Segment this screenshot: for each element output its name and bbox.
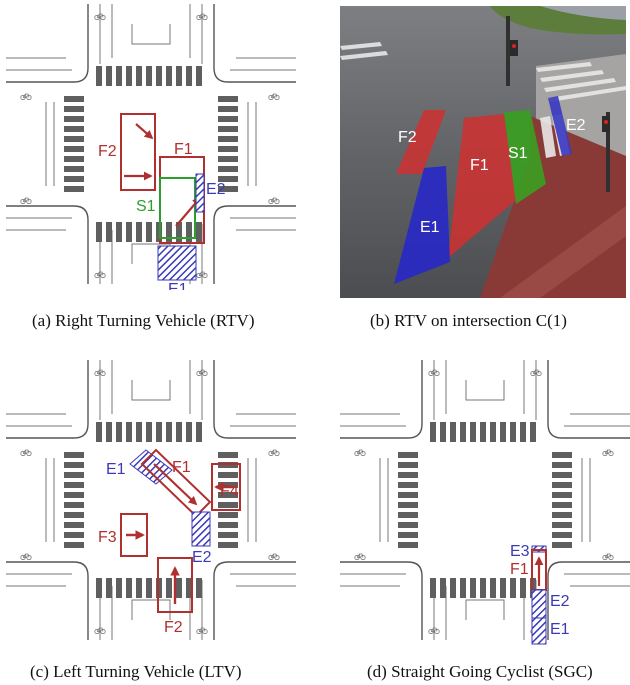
photo-zone-f2 xyxy=(396,110,446,174)
photo-pole-1 xyxy=(506,16,510,86)
bicycle-icon xyxy=(20,93,32,100)
caption-c: (c) Left Turning Vehicle (LTV) xyxy=(30,662,242,681)
caption-a: (a) Right Turning Vehicle (RTV) xyxy=(32,311,255,330)
zone-s1 xyxy=(159,177,196,239)
crosswalk-top xyxy=(96,66,202,86)
zone-f2 xyxy=(157,557,193,613)
zone-e2 xyxy=(191,511,211,547)
zone-e1 xyxy=(129,449,173,485)
label-e2: E2 xyxy=(550,593,570,610)
zone-e2 xyxy=(195,173,205,213)
panel-d-diagram: E3 F1 E2 E1 xyxy=(339,359,630,645)
bicycle-icon xyxy=(20,553,32,560)
photo-zone-e1 xyxy=(394,166,450,284)
photo-zone-s1 xyxy=(504,110,546,204)
arrow-f2-a xyxy=(135,123,154,140)
photo-pole-2 xyxy=(606,112,610,192)
photo-zone-e2 xyxy=(548,96,572,156)
label-e1: E1 xyxy=(168,281,188,290)
bicycle-icon xyxy=(354,553,366,560)
photo-label-e2: E2 xyxy=(566,117,586,134)
bicycle-icon xyxy=(268,449,280,456)
zone-f1 xyxy=(140,448,212,518)
label-f3: F3 xyxy=(98,529,117,546)
crosswalk-right xyxy=(218,96,238,192)
panel-c-diagram: E1 F1 F4 F3 E2 F2 xyxy=(5,359,297,641)
bicycle-icon xyxy=(268,197,280,204)
caption-b: (b) RTV on intersection C(1) xyxy=(370,311,567,330)
label-f2: F2 xyxy=(98,143,117,160)
crosswalk-left xyxy=(64,96,84,192)
bicycle-icon xyxy=(20,449,32,456)
zone-f2 xyxy=(120,113,156,191)
zone-e1 xyxy=(157,245,197,281)
label-s1: S1 xyxy=(136,198,156,215)
bicycle-icon xyxy=(268,93,280,100)
label-f2: F2 xyxy=(164,619,183,636)
photo-label-f1: F1 xyxy=(470,157,489,174)
photo-zone-f1 xyxy=(448,114,516,258)
bicycle-icon xyxy=(354,449,366,456)
label-f1: F1 xyxy=(172,459,191,476)
label-e3: E3 xyxy=(510,543,530,560)
zone-e2 xyxy=(531,589,547,619)
bicycle-icon xyxy=(20,197,32,204)
label-e2: E2 xyxy=(206,181,226,198)
bicycle-icon xyxy=(602,553,614,560)
bicycle-icon xyxy=(268,553,280,560)
zone-f4 xyxy=(211,463,241,511)
label-e1: E1 xyxy=(106,461,126,478)
zone-f3 xyxy=(120,513,148,557)
caption-d: (d) Straight Going Cyclist (SGC) xyxy=(367,662,593,681)
zone-e1 xyxy=(531,617,547,645)
panel-a-diagram: F2 F1 S1 E2 E1 xyxy=(5,3,297,290)
photo-label-s1: S1 xyxy=(508,145,528,162)
label-f1: F1 xyxy=(510,561,529,578)
photo-label-f2: F2 xyxy=(398,129,417,146)
label-e2: E2 xyxy=(192,549,212,566)
arrow-f1 xyxy=(153,463,198,506)
label-f4: F4 xyxy=(220,483,239,500)
photo-label-e1: E1 xyxy=(420,219,440,236)
bicycle-icon xyxy=(602,449,614,456)
label-f1: F1 xyxy=(174,141,193,158)
label-e1: E1 xyxy=(550,621,570,638)
panel-b-photo: F2 F1 S1 E2 E1 xyxy=(340,6,626,298)
